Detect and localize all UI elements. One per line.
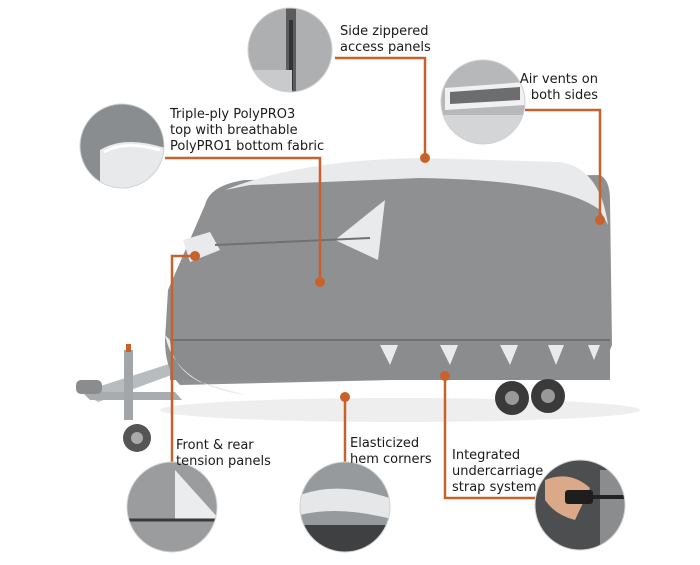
leader-side-zippered [335, 56, 427, 158]
label-side-zippered-panels: Side zippered access panels [340, 24, 431, 55]
detail-strap-system [534, 459, 626, 551]
leader-dots [190, 153, 605, 402]
label-tension-panels: Front & rear tension panels [176, 438, 271, 469]
leader-triple-ply [165, 156, 322, 282]
detail-hem-corner [299, 461, 391, 553]
trailer-cover-illustration [76, 158, 640, 452]
leader-tension [170, 254, 195, 465]
detail-zipper-panel [247, 7, 333, 93]
leader-lines [165, 56, 602, 500]
detail-air-vent [440, 59, 526, 145]
detail-fabric-layers [79, 103, 165, 189]
label-triple-ply-top: Triple-ply PolyPRO3 top with breathable … [170, 107, 325, 154]
label-elasticized-hem: Elasticized hem corners [350, 436, 432, 467]
leader-air-vents [525, 108, 602, 220]
leader-undercarriage [443, 376, 535, 500]
detail-tension-panel [126, 461, 218, 553]
label-undercarriage-strap: Integrated undercarriage strap system [452, 448, 544, 495]
label-air-vents: Air vents on both sides [519, 72, 598, 103]
